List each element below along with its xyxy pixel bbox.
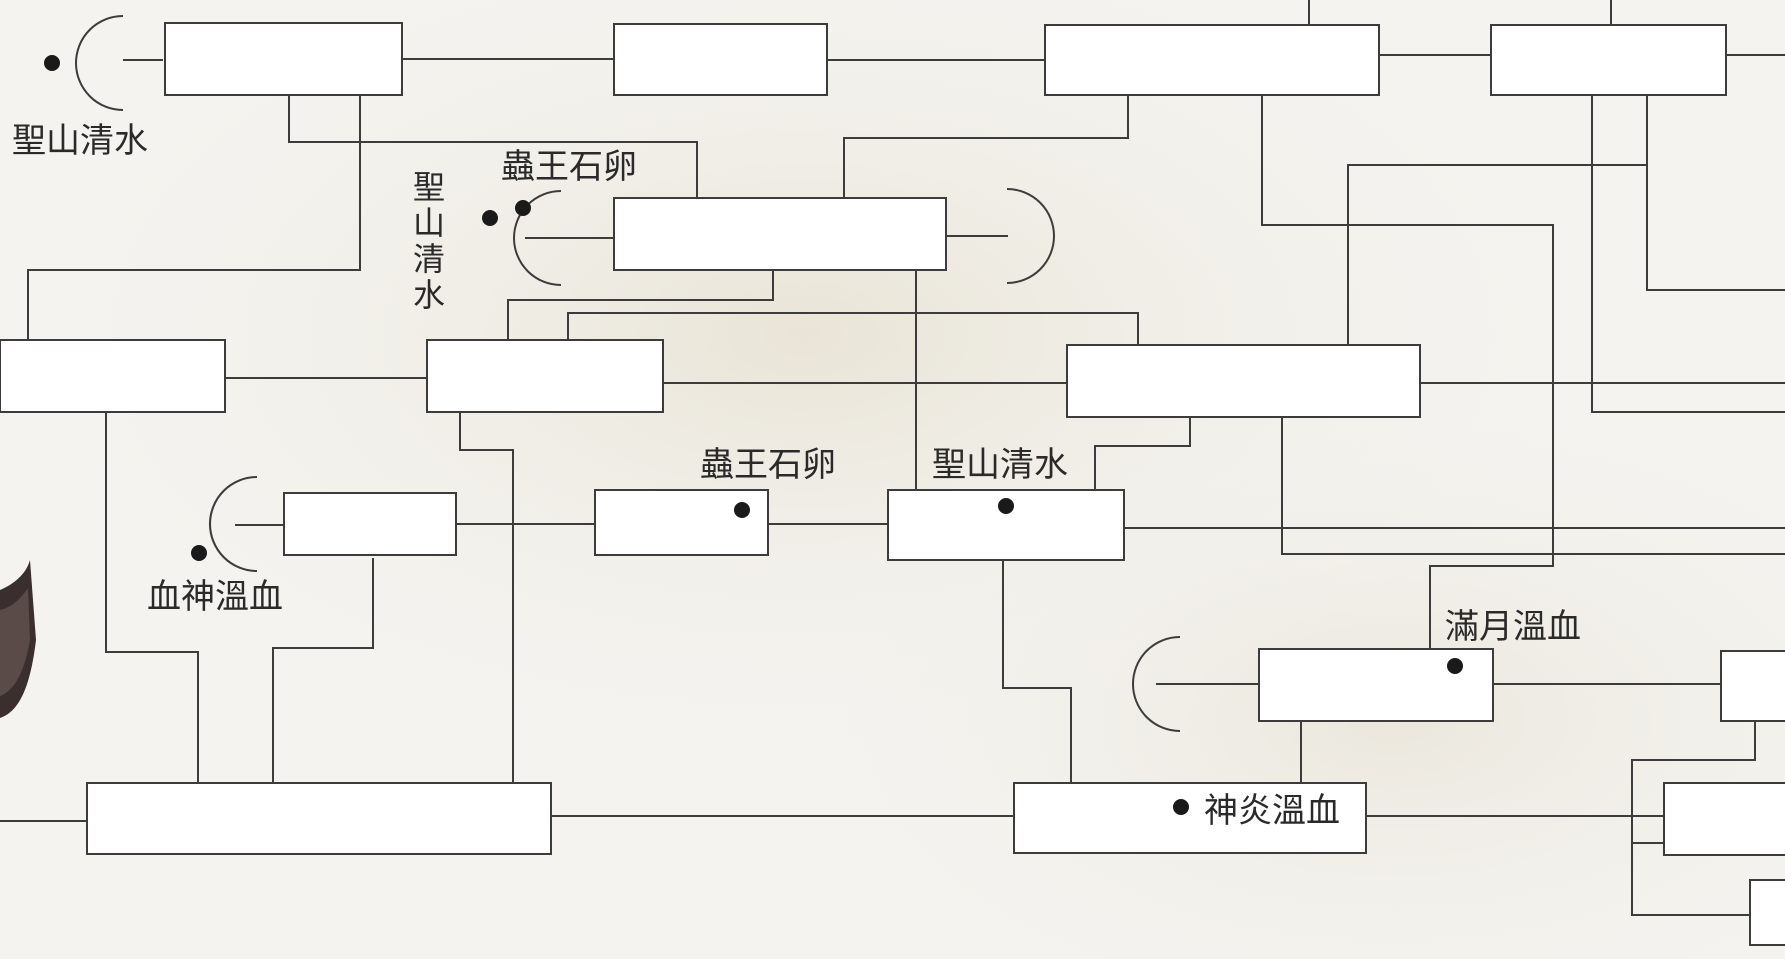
label-holy-middle: 聖山清水	[932, 445, 1068, 485]
box-r1-b	[613, 23, 828, 96]
dot-full-moon	[1447, 658, 1463, 674]
label-divine-flame: 神炎溫血	[1204, 791, 1340, 831]
dot-top-left	[44, 55, 60, 71]
label-blood-god: 血神溫血	[147, 577, 283, 617]
moon-icon-blood-god	[209, 476, 258, 572]
dot-divine-flame	[1173, 799, 1189, 815]
dot-holy-middle	[998, 498, 1014, 514]
box-right-edge-2	[1663, 782, 1785, 856]
box-right-edge-3	[1749, 879, 1785, 946]
box-blood-god	[283, 492, 457, 556]
box-divine-flame	[1013, 782, 1367, 854]
box-r1-a	[164, 22, 403, 96]
connector-lines	[0, 0, 1785, 916]
diagram-boxes	[0, 22, 1785, 946]
dot-blood-god	[191, 545, 207, 561]
edge-artwork	[0, 560, 36, 718]
dot-upper-mid-2	[515, 200, 531, 216]
dot-upper-mid-1	[482, 210, 498, 226]
moon-icon-top-left	[75, 15, 124, 111]
box-r3-mid	[426, 339, 664, 413]
dot-insect-middle	[734, 502, 750, 518]
dot-markers	[44, 55, 1463, 815]
label-vertical-char-1: 聖	[413, 168, 445, 206]
label-insect-upper: 蟲王石卵	[501, 147, 637, 187]
label-vertical-char-4: 水	[413, 276, 445, 314]
box-bottom-left	[86, 782, 552, 855]
label-full-moon: 滿月溫血	[1445, 607, 1581, 647]
box-right-edge-1	[1720, 650, 1785, 722]
box-r3-left	[0, 339, 226, 413]
box-insect-middle	[594, 489, 769, 556]
box-r3-right	[1066, 344, 1421, 418]
diagram-labels: 聖山清水 聖 山 清 水 蟲王石卵 蟲王石卵 聖山清水 血神溫血 滿月溫血 神炎…	[12, 121, 1581, 831]
label-top-left: 聖山清水	[12, 121, 148, 161]
label-vertical-char-2: 山	[413, 204, 445, 242]
box-r2-center	[613, 197, 947, 271]
label-insect-middle: 蟲王石卵	[700, 445, 836, 485]
box-r1-c	[1044, 24, 1380, 96]
box-r1-d	[1490, 24, 1727, 96]
moon-icon-upper-right	[1006, 188, 1055, 284]
label-vertical-char-3: 清	[413, 240, 445, 278]
moon-icon-full-moon	[1132, 636, 1181, 732]
